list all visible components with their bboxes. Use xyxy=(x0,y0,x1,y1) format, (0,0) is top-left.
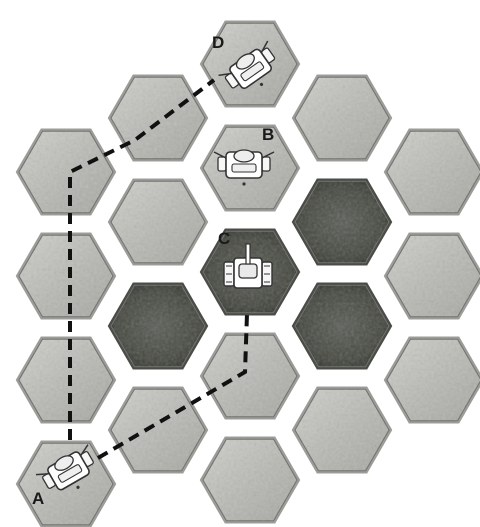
unit-a-label: A xyxy=(32,489,44,508)
hex-clear[interactable] xyxy=(290,73,394,163)
unit-b-label: B xyxy=(262,125,274,144)
hex-clear[interactable] xyxy=(14,127,118,217)
hex-clear[interactable] xyxy=(106,177,210,267)
hex-clear[interactable] xyxy=(198,435,302,525)
unit-d-label: D xyxy=(212,33,224,52)
hex-clear[interactable] xyxy=(198,331,302,421)
hex-clear[interactable] xyxy=(382,127,480,217)
hex-forest[interactable] xyxy=(106,281,210,371)
hex-clear[interactable] xyxy=(14,335,118,425)
hex-clear[interactable] xyxy=(106,73,210,163)
hex-clear[interactable] xyxy=(14,231,118,321)
hex-clear[interactable] xyxy=(382,335,480,425)
hex-forest[interactable] xyxy=(290,177,394,267)
hex-forest[interactable] xyxy=(290,281,394,371)
hex-clear[interactable] xyxy=(106,385,210,475)
hex-clear[interactable] xyxy=(382,231,480,321)
hex-clear[interactable] xyxy=(290,385,394,475)
unit-c-label: C xyxy=(218,229,230,248)
